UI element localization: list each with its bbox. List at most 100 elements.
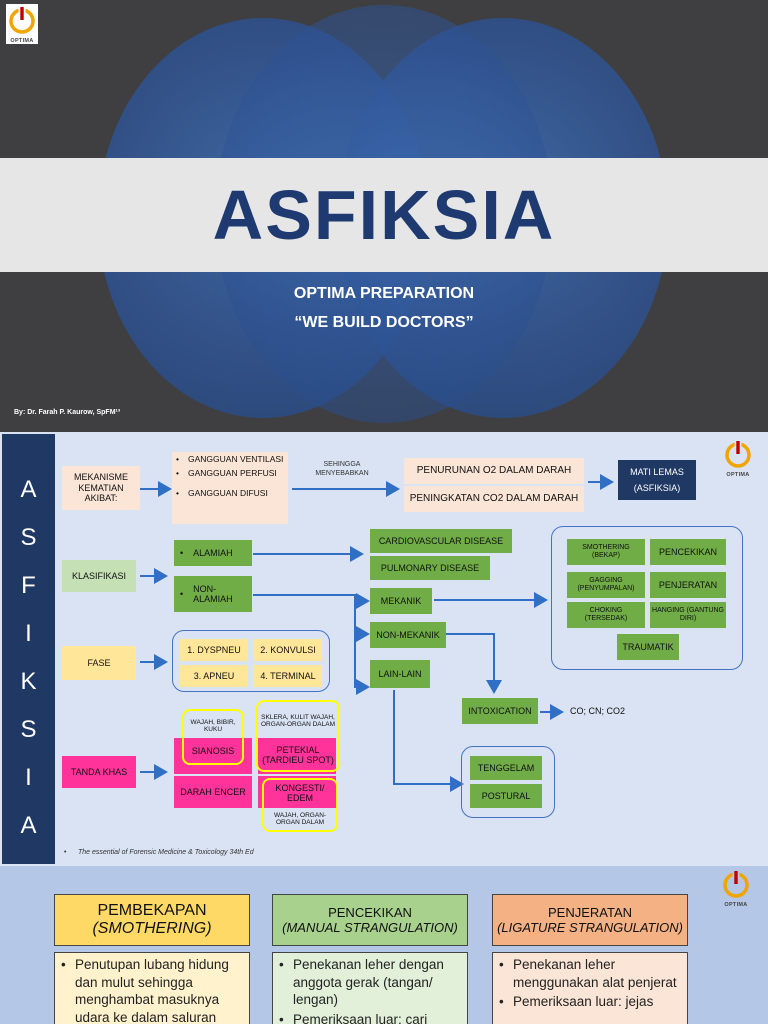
kongesti-highlight — [262, 778, 338, 832]
non-mekanik-box: NON-MEKANIK — [370, 622, 446, 648]
pulmonary-box: PULMONARY DISEASE — [370, 556, 490, 580]
mati-lemas-label: MATI LEMAS — [630, 466, 684, 477]
choking-box: CHOKING (TERSEDAK) — [567, 602, 645, 628]
gangguan-item: GANGGUAN VENTILASI — [188, 454, 284, 464]
petekial-highlight — [256, 700, 340, 772]
bullet-item: Penekanan leher dengan anggota gerak (ta… — [279, 956, 461, 1009]
subtitle-slogan: “WE BUILD DOCTORS” — [294, 314, 474, 331]
power-icon — [725, 440, 751, 468]
pembekapan-card: Penutupan lubang hidung dan mulut sehing… — [54, 952, 250, 1024]
traumatik-box: TRAUMATIK — [617, 634, 679, 660]
klasifikasi-box: KLASIFIKASI — [62, 560, 136, 592]
pencekikan-subtitle: (MANUAL STRANGULATION) — [282, 920, 458, 935]
title-band — [0, 158, 768, 272]
power-icon — [723, 870, 749, 898]
gangguan-item: GANGGUAN DIFUSI — [188, 487, 268, 498]
pembekapan-header: PEMBEKAPAN (SMOTHERING) — [54, 894, 250, 946]
pencekikan-card: Penekanan leher dengan anggota gerak (ta… — [272, 952, 468, 1024]
slide-title: ASFIKSIA — [212, 176, 556, 254]
postural-box: POSTURAL — [470, 784, 542, 808]
penjeratan-header: PENJERATAN (LIGATURE STRANGULATION) — [492, 894, 688, 946]
tanda-khas-box: TANDA KHAS — [62, 756, 136, 788]
vertical-letter: I — [25, 764, 32, 791]
fase-group — [172, 630, 330, 692]
petekial-label: PETEKIAL (TARDIEU SPOT) — [262, 744, 334, 765]
gangguan-item: GANGGUAN PERFUSI — [188, 468, 277, 479]
lain-lain-box: LAIN-LAIN — [370, 660, 430, 688]
mati-lemas-box: MATI LEMAS (ASFIKSIA) — [618, 460, 696, 500]
bullet-item: Pemeriksaan luar: cari — [279, 1011, 461, 1024]
cardiovascular-box: CARDIOVASCULAR DISEASE — [370, 529, 512, 553]
optima-logo: OPTIMA — [720, 868, 752, 908]
penjeratan-box: PENJERATAN — [650, 572, 726, 598]
mekanik-box: MEKANIK — [370, 588, 432, 614]
bullet-item: Pemeriksaan luar: jejas — [499, 993, 681, 1011]
sehingga-label: SEHINGGA MENYEBABKAN — [315, 461, 369, 478]
co-cn-label: CO; CN; CO2 — [570, 706, 626, 716]
gagging-box: GAGGING (PENYUMPALAN) — [567, 572, 645, 598]
sianosis-highlight — [182, 709, 244, 765]
penjeratan-subtitle: (LIGATURE STRANGULATION) — [497, 920, 683, 935]
optima-logo: OPTIMA — [6, 4, 38, 44]
hanging-box: HANGING (GANTUNG DIRI) — [650, 602, 726, 628]
logo-label: OPTIMA — [10, 38, 34, 44]
diagram-arrows — [140, 474, 614, 792]
tenggelam-box: TENGGELAM — [470, 756, 542, 780]
pembekapan-title: PEMBEKAPAN — [97, 902, 207, 919]
non-alamiah-label: NON-ALAMIAH — [193, 583, 233, 604]
sianosis-label: SIANOSIS — [191, 745, 235, 756]
dyspneu-box: 1. DYSPNEU — [180, 639, 248, 661]
apneu-box: 3. APNEU — [180, 665, 248, 687]
wajah-organ-note: WAJAH, ORGAN-ORGAN DALAM — [273, 811, 327, 826]
footnote-bullet: • — [64, 849, 67, 856]
penjeratan-title: PENJERATAN — [547, 905, 633, 920]
vertical-letter: S — [20, 524, 37, 551]
reference-footnote: The essential of Forensic Medicine & Tox… — [78, 849, 254, 856]
logo-label: OPTIMA — [724, 902, 748, 908]
alamiah-box: •ALAMIAH — [174, 540, 252, 566]
vertical-letter: K — [20, 668, 37, 695]
fase-box: FASE — [62, 646, 136, 680]
kongesti-box — [258, 776, 336, 808]
vertical-letter: A — [20, 812, 37, 839]
vertical-letter: I — [25, 620, 32, 647]
darah-encer-box: DARAH ENCER — [174, 776, 252, 808]
pencekikan-box: PENCEKIKAN — [650, 539, 726, 565]
logo-label: OPTIMA — [726, 472, 750, 478]
penurunan-o2-box: PENURUNAN O2 DALAM DARAH — [404, 458, 584, 484]
terminal-box: 4. TERMINAL — [254, 665, 322, 687]
wajah-bibir-note: WAJAH, BIBIR, KUKU — [190, 718, 236, 733]
comparison-slide: PEMBEKAPAN (SMOTHERING) PENCEKIKAN (MANU… — [0, 866, 768, 1024]
vertical-letter: A — [20, 476, 37, 503]
alamiah-label: ALAMIAH — [193, 547, 233, 558]
kongesti-label: KONGESTI/ EDEM — [275, 782, 325, 803]
subtitle-preparation: OPTIMA PREPARATION — [293, 285, 475, 302]
pencekikan-title: PENCEKIKAN — [328, 905, 412, 920]
non-alamiah-box: •NON-ALAMIAH — [174, 576, 252, 612]
pencekikan-header: PENCEKIKAN (MANUAL STRANGULATION) — [272, 894, 468, 946]
pembekapan-subtitle: (SMOTHERING) — [92, 920, 212, 937]
title-slide: ASFIKSIA OPTIMA PREPARATION “WE BUILD DO… — [0, 0, 768, 432]
mekanik-group — [551, 526, 743, 670]
konvulsi-box: 2. KONVULSI — [254, 639, 322, 661]
vertical-letter: S — [20, 716, 37, 743]
bullet-item: Penutupan lubang hidung dan mulut sehing… — [61, 956, 243, 1024]
vertical-title-bar: A S F I K S I A — [2, 434, 55, 864]
power-icon — [9, 6, 35, 34]
penjeratan-card: Penekanan leher menggunakan alat penjera… — [492, 952, 688, 1024]
diagram-slide: A S F I K S I A — [0, 432, 768, 866]
smothering-box: SMOTHERING (BEKAP) — [567, 539, 645, 565]
asfiksia-label: (ASFIKSIA) — [633, 483, 681, 493]
gangguan-list: •GANGGUAN VENTILASI •GANGGUAN PERFUSI •G… — [172, 452, 288, 524]
vertical-letter: F — [21, 572, 36, 599]
sklera-note: SKLERA, KULIT WAJAH, ORGAN-ORGAN DALAM — [260, 713, 336, 728]
sianosis-box — [174, 738, 252, 774]
optima-logo: OPTIMA — [722, 438, 754, 478]
peningkatan-co2-box: PENINGKATAN CO2 DALAM DARAH — [404, 486, 584, 512]
intoxication-box: INTOXICATION — [462, 698, 538, 724]
author-credit: By: Dr. Farah P. Kaurow, SpFM¹³ — [14, 409, 121, 416]
lain-lain-group — [461, 746, 555, 818]
bullet-item: Penekanan leher menggunakan alat penjera… — [499, 956, 681, 991]
mekanisme-box: MEKANISME KEMATIAN AKIBAT: — [62, 466, 140, 510]
petekial-box — [258, 738, 336, 774]
